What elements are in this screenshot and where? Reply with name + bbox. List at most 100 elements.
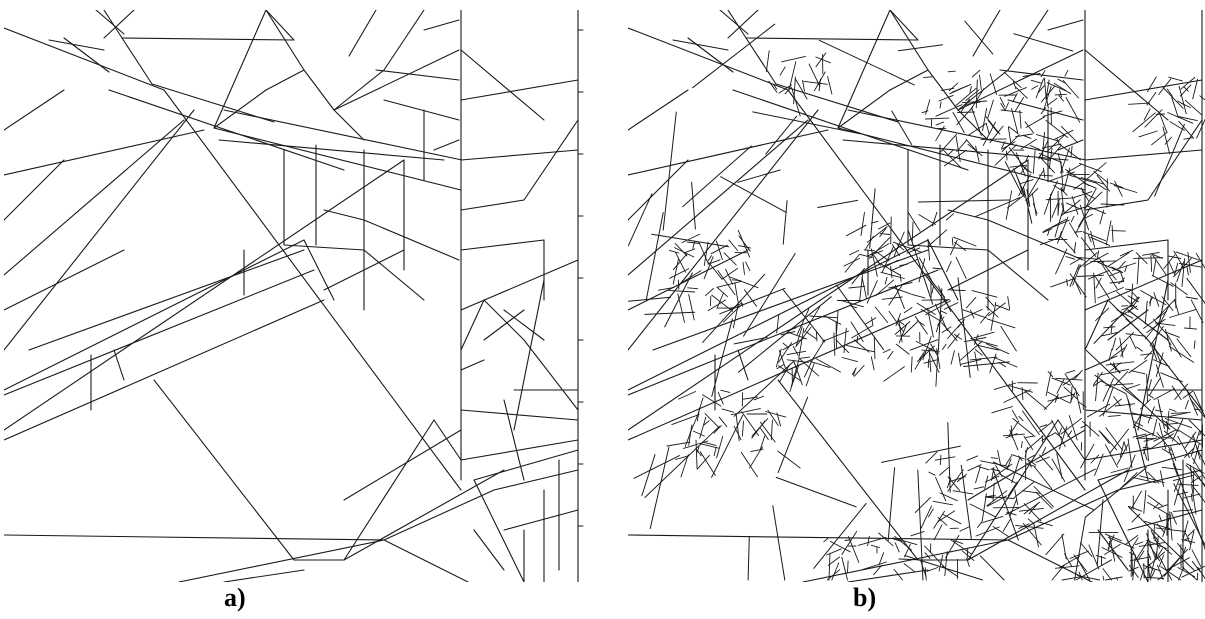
refined-mesh-edge — [848, 561, 849, 573]
refined-mesh-edge — [936, 358, 938, 387]
mesh-edge — [1085, 240, 1168, 250]
refined-mesh-edge — [1175, 300, 1179, 314]
refined-mesh-edge — [1059, 144, 1081, 160]
refined-mesh-edge — [904, 564, 915, 572]
mesh-edge — [4, 240, 304, 390]
mesh-edge — [114, 350, 124, 380]
refined-mesh-edge — [693, 431, 704, 436]
refined-mesh-edge — [1107, 179, 1108, 207]
refined-mesh-edge — [1106, 577, 1123, 580]
refined-mesh-edge — [675, 243, 687, 256]
refined-mesh-edge — [818, 200, 858, 207]
refined-mesh-edge — [1074, 555, 1087, 572]
refined-mesh-edge — [911, 531, 924, 535]
refined-mesh-edge — [1154, 360, 1170, 367]
refined-mesh-edge — [956, 257, 966, 278]
refined-mesh-edge — [982, 494, 987, 523]
refined-mesh-edge — [976, 527, 999, 536]
refined-mesh-edge — [1156, 410, 1163, 412]
refined-mesh-edge — [658, 287, 674, 290]
refined-mesh-edge — [1008, 127, 1011, 144]
refined-mesh-edge — [1108, 253, 1129, 267]
refined-mesh-edge — [1108, 415, 1120, 416]
refined-mesh-edge — [1158, 505, 1167, 508]
refined-mesh-edge — [1109, 542, 1110, 550]
refined-mesh-edge — [977, 522, 982, 528]
mesh-edge — [524, 340, 578, 410]
mesh-edge — [968, 420, 1058, 560]
refined-mesh-edge — [926, 118, 949, 119]
refined-mesh-edge — [970, 504, 995, 517]
refined-mesh-edge — [1103, 576, 1104, 580]
refined-mesh-edge — [972, 70, 980, 77]
refined-mesh-edge — [776, 349, 781, 367]
mesh-edge — [1085, 260, 1202, 310]
refined-mesh-edge — [777, 314, 779, 333]
mesh-edge — [628, 130, 828, 175]
mesh-edge — [474, 480, 524, 582]
mesh-edge — [890, 70, 928, 90]
refined-mesh-edge — [875, 307, 887, 322]
mesh-edge — [1085, 410, 1202, 420]
refined-mesh-edge — [980, 556, 1004, 580]
refined-mesh-edge — [888, 468, 895, 541]
refined-mesh-edge — [783, 289, 825, 342]
mesh-edge — [304, 240, 334, 300]
refined-mesh-edge — [1144, 311, 1167, 328]
mesh-edge — [848, 110, 1086, 160]
refined-mesh-edge — [952, 238, 953, 245]
refined-mesh-edge — [850, 250, 859, 255]
refined-mesh-edge — [864, 250, 874, 251]
refined-mesh-edge — [1022, 411, 1039, 435]
refined-mesh-edge — [921, 506, 931, 528]
refined-mesh-edge — [742, 412, 759, 436]
refined-mesh-edge — [1058, 153, 1063, 172]
refined-mesh-edge — [1043, 447, 1046, 454]
mesh-edge — [890, 10, 918, 40]
mesh-edge — [109, 90, 344, 170]
refined-mesh-edge — [687, 242, 699, 244]
mesh-edge — [461, 50, 544, 120]
mesh-edge — [4, 110, 194, 350]
refined-mesh-edge — [1066, 371, 1074, 374]
refined-mesh-edge — [776, 477, 856, 507]
refined-mesh-edge — [824, 538, 829, 542]
mesh-edge — [4, 160, 404, 430]
refined-mesh-edge — [708, 256, 711, 261]
refined-mesh-edge — [1055, 94, 1067, 95]
refined-mesh-edge — [1178, 101, 1186, 105]
refined-mesh-edge — [981, 139, 1006, 140]
refined-mesh-edge — [929, 472, 935, 475]
refined-mesh-edge — [922, 111, 928, 113]
refined-mesh-edge — [1066, 257, 1075, 260]
refined-mesh-edge — [1144, 449, 1148, 460]
refined-mesh-edge — [1020, 111, 1021, 129]
refined-mesh-edge — [1191, 300, 1203, 323]
refined-mesh-edge — [1044, 168, 1045, 178]
refined-mesh-edge — [940, 493, 957, 501]
refined-mesh-edge — [900, 264, 908, 265]
refined-mesh-edge — [1101, 432, 1117, 450]
refined-mesh-edge — [909, 213, 921, 232]
refined-mesh-edge — [709, 263, 722, 280]
refined-mesh-edge — [986, 297, 994, 306]
refined-mesh-edge — [1190, 466, 1192, 483]
refined-mesh-edge — [1081, 425, 1087, 428]
refined-mesh-edge — [1178, 436, 1190, 457]
refined-mesh-edge — [879, 533, 894, 546]
refined-mesh-edge — [1154, 293, 1159, 307]
refined-mesh-edge — [996, 305, 1010, 310]
refined-mesh-edge — [828, 77, 832, 95]
mesh-edge — [461, 240, 544, 250]
refined-mesh-edge — [1188, 252, 1191, 272]
refined-mesh-edge — [1145, 301, 1147, 324]
mesh-edge — [364, 220, 459, 260]
refined-mesh-edge — [1038, 86, 1044, 93]
mesh-edge — [778, 380, 918, 560]
mesh-edge — [1000, 70, 1083, 80]
refined-mesh-edge — [1046, 534, 1064, 555]
refined-mesh-edge — [1003, 519, 1010, 531]
refined-mesh-edge — [983, 109, 987, 131]
mesh-edge — [461, 80, 578, 100]
refined-mesh-edge — [1132, 292, 1137, 297]
